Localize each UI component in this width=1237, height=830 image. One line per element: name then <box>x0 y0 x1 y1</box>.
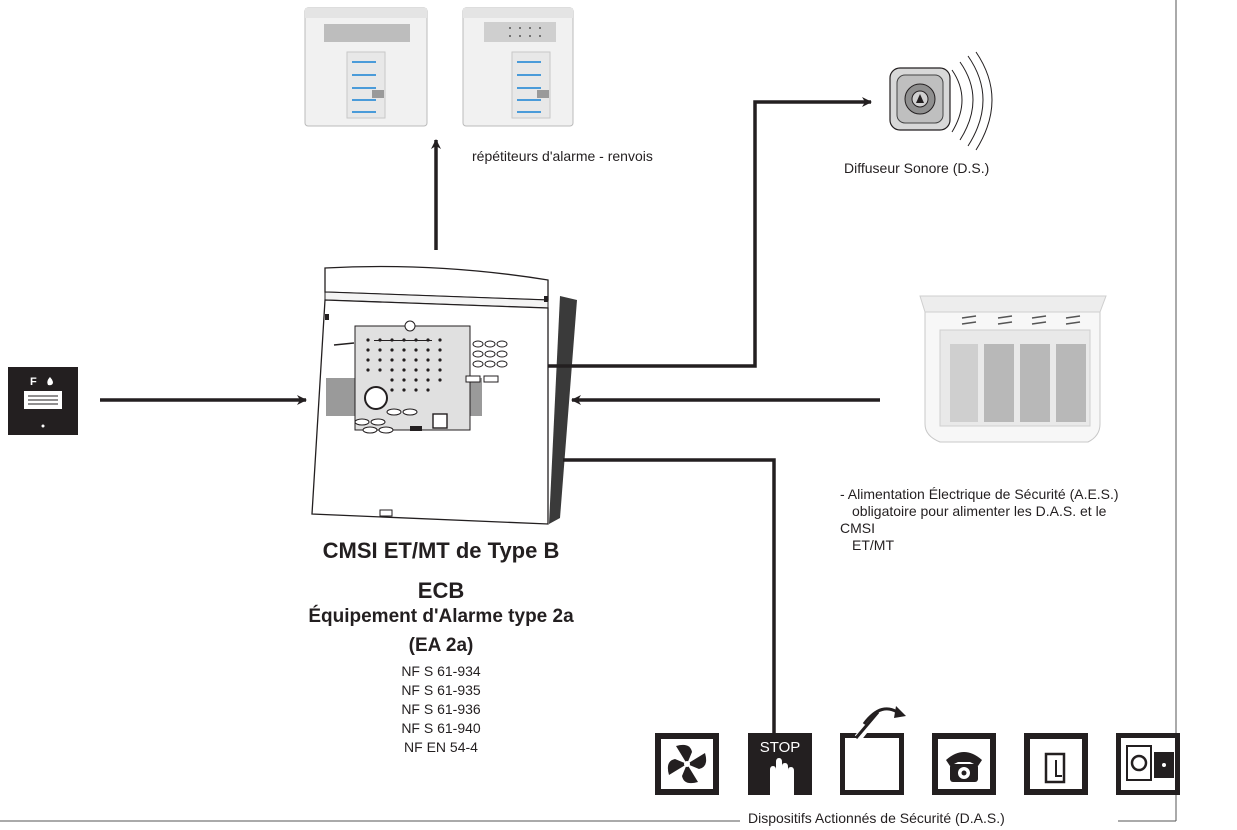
fan-icon <box>655 733 719 795</box>
fire-letter: F <box>30 376 37 388</box>
sounder-icon <box>889 51 993 151</box>
smoke-vent-icon <box>840 706 906 795</box>
door-holder-icon <box>1116 733 1180 795</box>
norm-3: NF S 61-936 <box>401 701 481 717</box>
equipment-subtitle-alarm: Équipement d'Alarme type 2a <box>308 606 574 627</box>
manual-call-point-icon: F <box>8 367 78 435</box>
stop-hand-icon: STOP <box>748 733 812 795</box>
power-supply-label-line2: obligatoire pour alimenter les D.A.S. et… <box>852 503 1107 519</box>
power-supply-label-line1: - Alimentation Électrique de Sécurité (A… <box>840 486 1119 502</box>
norm-2: NF S 61-935 <box>401 682 481 698</box>
power-supply-icon <box>919 295 1107 443</box>
arrow-to-das <box>563 458 779 757</box>
arrow-to-sounder <box>548 97 872 368</box>
equipment-title: CMSI ET/MT de Type B <box>322 538 560 563</box>
power-supply-label-line3: CMSI <box>840 520 875 536</box>
cmsi-panel <box>311 265 577 525</box>
equipment-subtitle-ecb: ECB <box>417 578 465 603</box>
norm-4: NF S 61-940 <box>401 720 481 736</box>
norm-1: NF S 61-934 <box>401 663 481 679</box>
norm-5: NF EN 54-4 <box>404 739 478 755</box>
repeater-panel-1 <box>304 7 428 127</box>
fire-door-icon <box>1024 733 1088 795</box>
telephone-icon <box>932 733 996 795</box>
das-label: Dispositifs Actionnés de Sécurité (D.A.S… <box>748 810 1005 826</box>
stop-label: STOP <box>760 739 801 756</box>
repeater-panel-2 <box>462 7 574 127</box>
sounder-label: Diffuseur Sonore (D.S.) <box>844 160 990 176</box>
repeaters-label: répétiteurs d'alarme - renvois <box>472 148 653 164</box>
equipment-subtitle-ea: (EA 2a) <box>408 635 474 656</box>
power-supply-label-line4: ET/MT <box>852 537 894 553</box>
